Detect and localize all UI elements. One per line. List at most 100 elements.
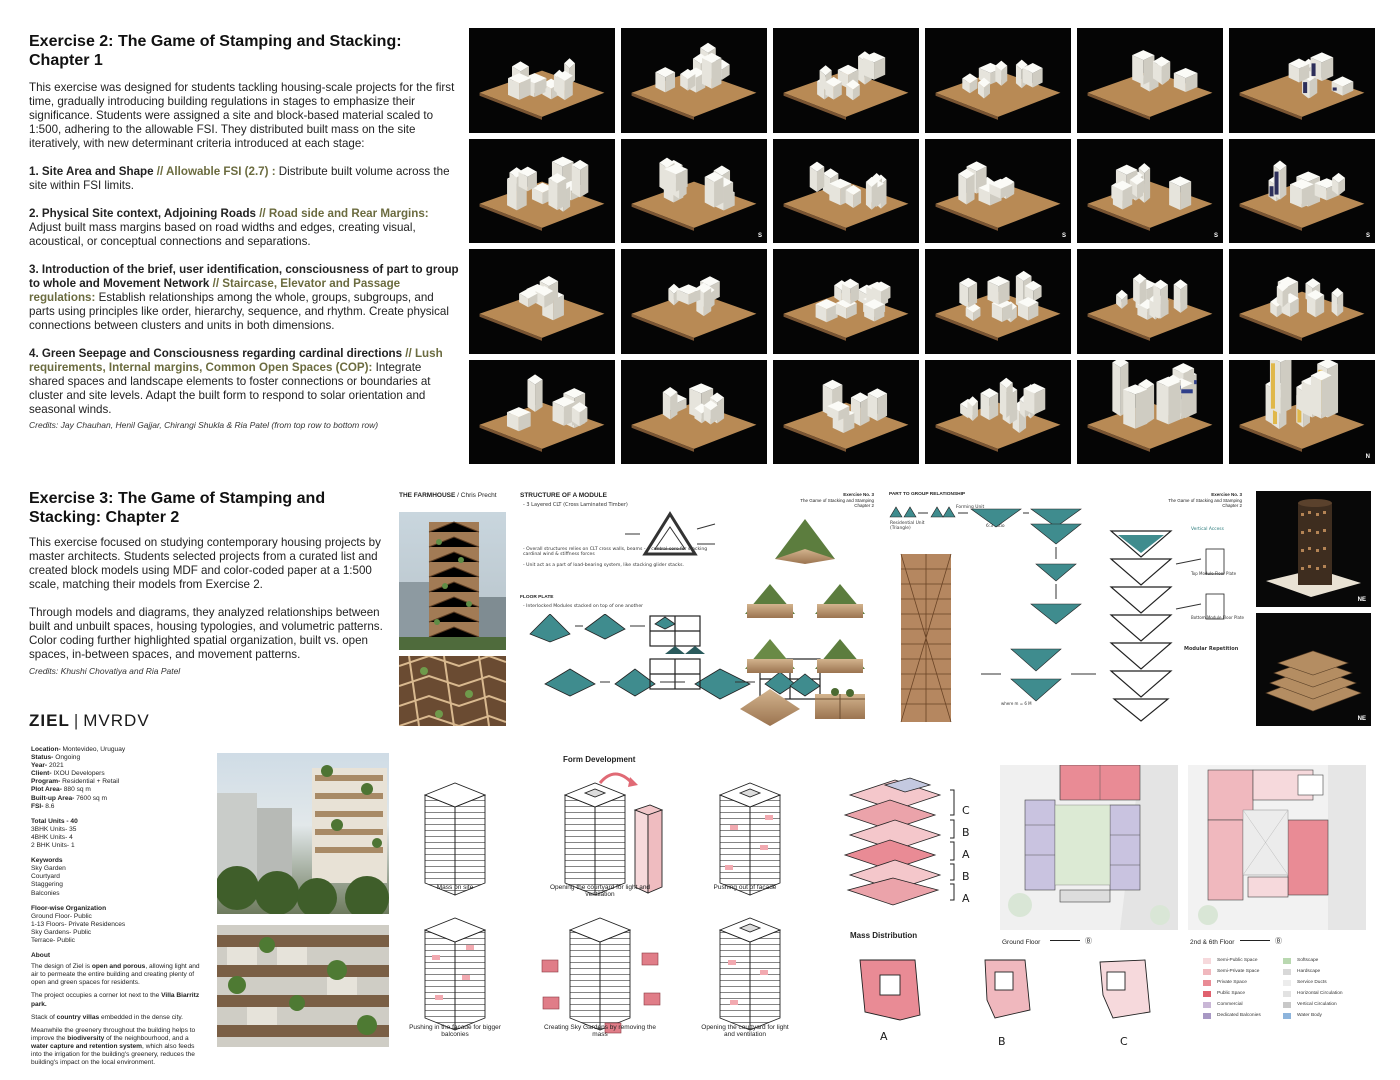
caption-sky-gardens: Creating Sky Gardens by removing the mas…	[544, 1024, 656, 1038]
structure-exercise-no: Exercise No. 3	[843, 492, 874, 497]
model-photo-r2-c4: S	[925, 138, 1071, 243]
plan-label-a: A	[880, 1030, 888, 1043]
model-photo-r3-c2	[621, 249, 767, 354]
exercise3-title-line1: Exercise 3: The Game of Stamping and	[29, 490, 326, 507]
model-photo-r1-c6	[1229, 28, 1375, 133]
legend-label: Commercial	[1217, 1002, 1243, 1007]
about1-c: , allowing light and air to permeate the…	[31, 963, 200, 987]
model-image	[783, 278, 909, 341]
legend-label: Softscape	[1297, 958, 1319, 963]
farmhouse-label: THE FARMHOUSE / Chris Precht	[399, 492, 497, 499]
model-image	[1087, 273, 1213, 341]
model-photo-r2-c6: S	[1229, 138, 1375, 243]
note-overall-structure: - Overall structures relies on CLT cross…	[523, 547, 708, 557]
keyword-item: Courtyard	[31, 873, 60, 881]
legend-swatch	[1283, 957, 1291, 964]
model-photo-r1-c2	[621, 28, 767, 133]
legend-swatch	[1203, 979, 1211, 986]
about1-b: open and porous	[91, 963, 146, 971]
model-image	[935, 270, 1061, 341]
legend-item: Hardscape	[1283, 966, 1343, 977]
fact-value: Montevideo, Uruguay	[60, 746, 126, 753]
legend-item: Horizontal Circulation	[1283, 988, 1343, 999]
project-fact: Built-up Area- 7600 sq m	[31, 795, 201, 803]
step-1-lead: 1. Site Area and Shape	[29, 165, 154, 178]
model-image	[631, 276, 757, 341]
project-fact: Plot Area- 880 sq m	[31, 786, 201, 794]
direction-label: S	[757, 233, 762, 239]
logo-separator: |	[73, 711, 80, 730]
step-2-lead: 2. Physical Site context, Adjoining Road…	[29, 207, 256, 220]
model-image	[479, 156, 605, 231]
mass-stack-labels: C B A B A	[962, 800, 970, 910]
step-1-regulation: Allowable FSI (2.7) :	[166, 165, 276, 178]
step-3-text: Establish relationships among the whole,…	[29, 291, 449, 332]
ziel-render-photo-1	[215, 753, 389, 920]
fact-key: Built-up Area-	[31, 794, 75, 802]
model-image	[1239, 276, 1365, 341]
model-image	[783, 51, 909, 120]
model-image	[1239, 359, 1365, 452]
about4-b: biodiversity	[67, 1034, 105, 1042]
project-fact: FSI- 8.6	[31, 803, 201, 811]
keyword-item: Sky Garden	[31, 865, 66, 873]
project-fact: Program- Residential + Retail	[31, 778, 201, 786]
step-1-text: Distribute built volume across the site …	[29, 165, 450, 192]
farmhouse-photo-tower	[399, 512, 506, 650]
ground-floor-plan	[1000, 765, 1178, 930]
about4-c: of the neighbourhood, and a	[104, 1034, 189, 1042]
floor-item: Terrace- Public	[31, 936, 75, 944]
part-exercise-ch: Chapter 2	[1222, 503, 1242, 508]
ne-label-1: NE	[1357, 597, 1366, 603]
about-para-2: The project occupies a corner lot next t…	[31, 992, 201, 1008]
fact-key: Program-	[31, 778, 61, 786]
note-unit: - Unit act as a part of load-bearing sys…	[523, 563, 684, 568]
note-top-module: Top Module Floor Plate	[1191, 571, 1237, 576]
direction-label: N	[1365, 454, 1370, 460]
about3-b: country villas	[56, 1013, 100, 1021]
model-photo-r3-c3	[773, 249, 919, 354]
step-4-text: Integrate shared spaces and landscape el…	[29, 361, 431, 416]
legend-item: Semi-Private Space	[1203, 966, 1261, 977]
legend-item: Water Body	[1283, 1010, 1343, 1021]
legend-item: Semi-Public Space	[1203, 955, 1261, 966]
legend-item: Softscape	[1283, 955, 1343, 966]
farmhouse-tower-image	[399, 521, 506, 650]
fact-value: IXOU Developers	[51, 770, 105, 778]
model-photo-r1-c4	[925, 28, 1071, 133]
part-sheet-header: Exercise No. 3 The Game of Stacking and …	[1168, 492, 1242, 509]
fact-key: Client-	[31, 770, 52, 778]
part-to-group-sheet: PART TO GROUP RELATIONSHIP Exercise No. …	[886, 489, 1248, 729]
note-forming-unit: Forming Unit	[956, 505, 985, 510]
model-photo-r4-c3	[773, 359, 919, 464]
structure-title: STRUCTURE OF A MODULE	[520, 492, 607, 499]
model-photo-r2-c5: S	[1077, 138, 1223, 243]
second-floor-plan	[1188, 765, 1366, 930]
note-residential-unit: Residential Unit (Triangle)	[890, 521, 925, 531]
model-image	[631, 157, 757, 231]
farmhouse-author: / Chris Precht	[455, 492, 497, 499]
mass-distribution-plans	[859, 959, 1151, 1021]
structure-exercise-sub: The Game of Stacking and Stamping	[800, 497, 874, 503]
about2-b: Villa Biarritz park.	[31, 992, 200, 1008]
floor-plate-title: FLOOR PLATE	[520, 595, 554, 600]
exercise2-step-4: 4. Green Seepage and Consciousness regar…	[29, 347, 459, 417]
exercise2-step-3: 3. Introduction of the brief, user ident…	[29, 263, 459, 333]
floor-plate-sketches	[529, 614, 821, 700]
exercise2-intro: This exercise was designed for students …	[29, 81, 455, 150]
legend-item: Public Space	[1203, 988, 1261, 999]
ziel-mvrdv-logo: ZIEL|MVRDV	[29, 711, 150, 731]
ziel-render-image-1	[215, 765, 389, 920]
note-bottom-module: Bottom Module Floor Plate	[1191, 615, 1244, 620]
exercise3-para1: This exercise focused on studying contem…	[29, 536, 381, 591]
fact-value: Residential + Retail	[60, 778, 120, 786]
model-photo-r4-c4	[925, 359, 1071, 464]
model-photo-r3-c5	[1077, 249, 1223, 354]
fact-key: Year-	[31, 762, 48, 770]
model-photo-r2-c3	[773, 138, 919, 243]
legend-item: Private Space	[1203, 977, 1261, 988]
